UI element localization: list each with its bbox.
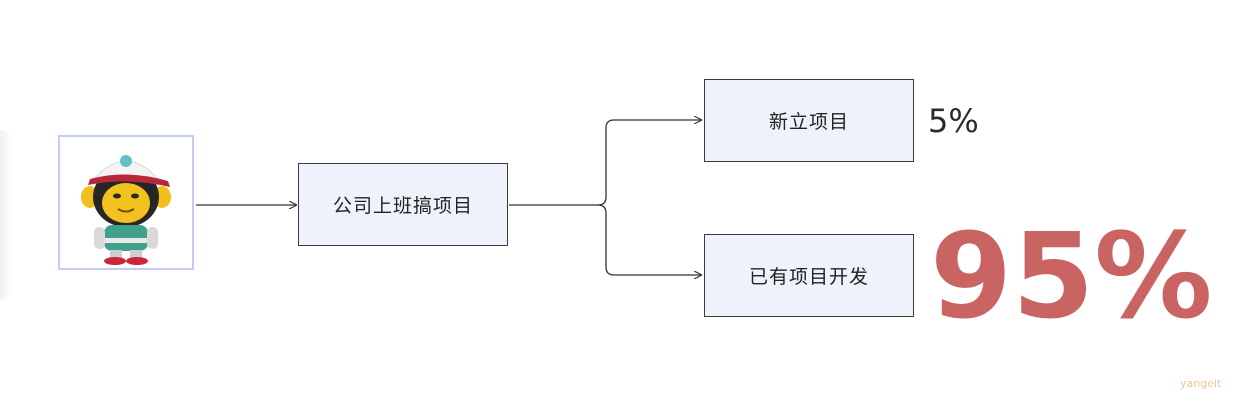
watermark: yangeit — [1180, 377, 1222, 390]
node-existing-project-label: 已有项目开发 — [748, 266, 869, 288]
node-new-project: 新立项目 — [704, 79, 914, 162]
monkey-avatar-icon — [81, 155, 171, 265]
branch-bracket — [597, 120, 701, 206]
edge-shadow — [0, 130, 14, 300]
node-existing-project: 已有项目开发 — [704, 234, 914, 317]
branch-bracket-lower — [597, 204, 701, 275]
node-new-project-label: 新立项目 — [768, 111, 849, 133]
node-company-project-label: 公司上班搞项目 — [332, 195, 473, 217]
avatar — [58, 135, 194, 270]
existing-project-percentage: 95% — [930, 207, 1213, 345]
node-company-project: 公司上班搞项目 — [298, 163, 508, 246]
new-project-percentage: 5% — [928, 102, 979, 140]
